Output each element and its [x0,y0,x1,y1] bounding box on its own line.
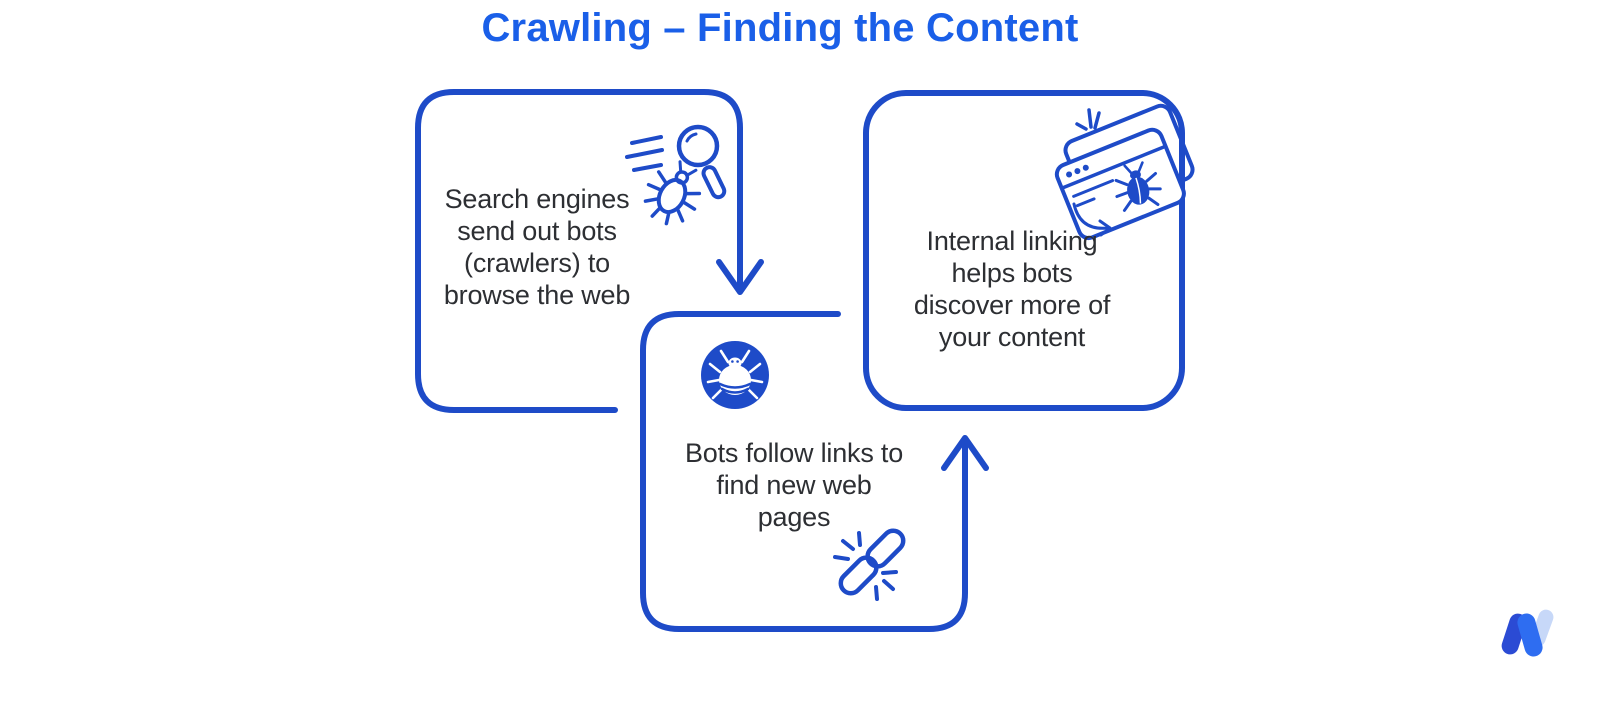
box-internal-linking-text: Internal linking helps bots discover mor… [913,226,1111,352]
link-click-icon [833,528,906,601]
box-follow-links-text: Bots follow links to find new web pages [684,438,904,532]
browser-bug-icon [1054,103,1195,241]
box-internal-linking-outline [863,90,1185,411]
box-follow-links-outline [640,311,968,632]
up-arrowhead [941,435,989,471]
bug-badge-icon [701,341,769,409]
box-search-engines-outline [415,89,743,413]
w-logo [1501,609,1554,657]
bug-search-icon [625,124,727,226]
down-arrowhead [716,259,764,295]
page-title: Crawling – Finding the Content [481,6,1079,50]
box-search-engines-text: Search engines send out bots (crawlers) … [443,184,631,310]
